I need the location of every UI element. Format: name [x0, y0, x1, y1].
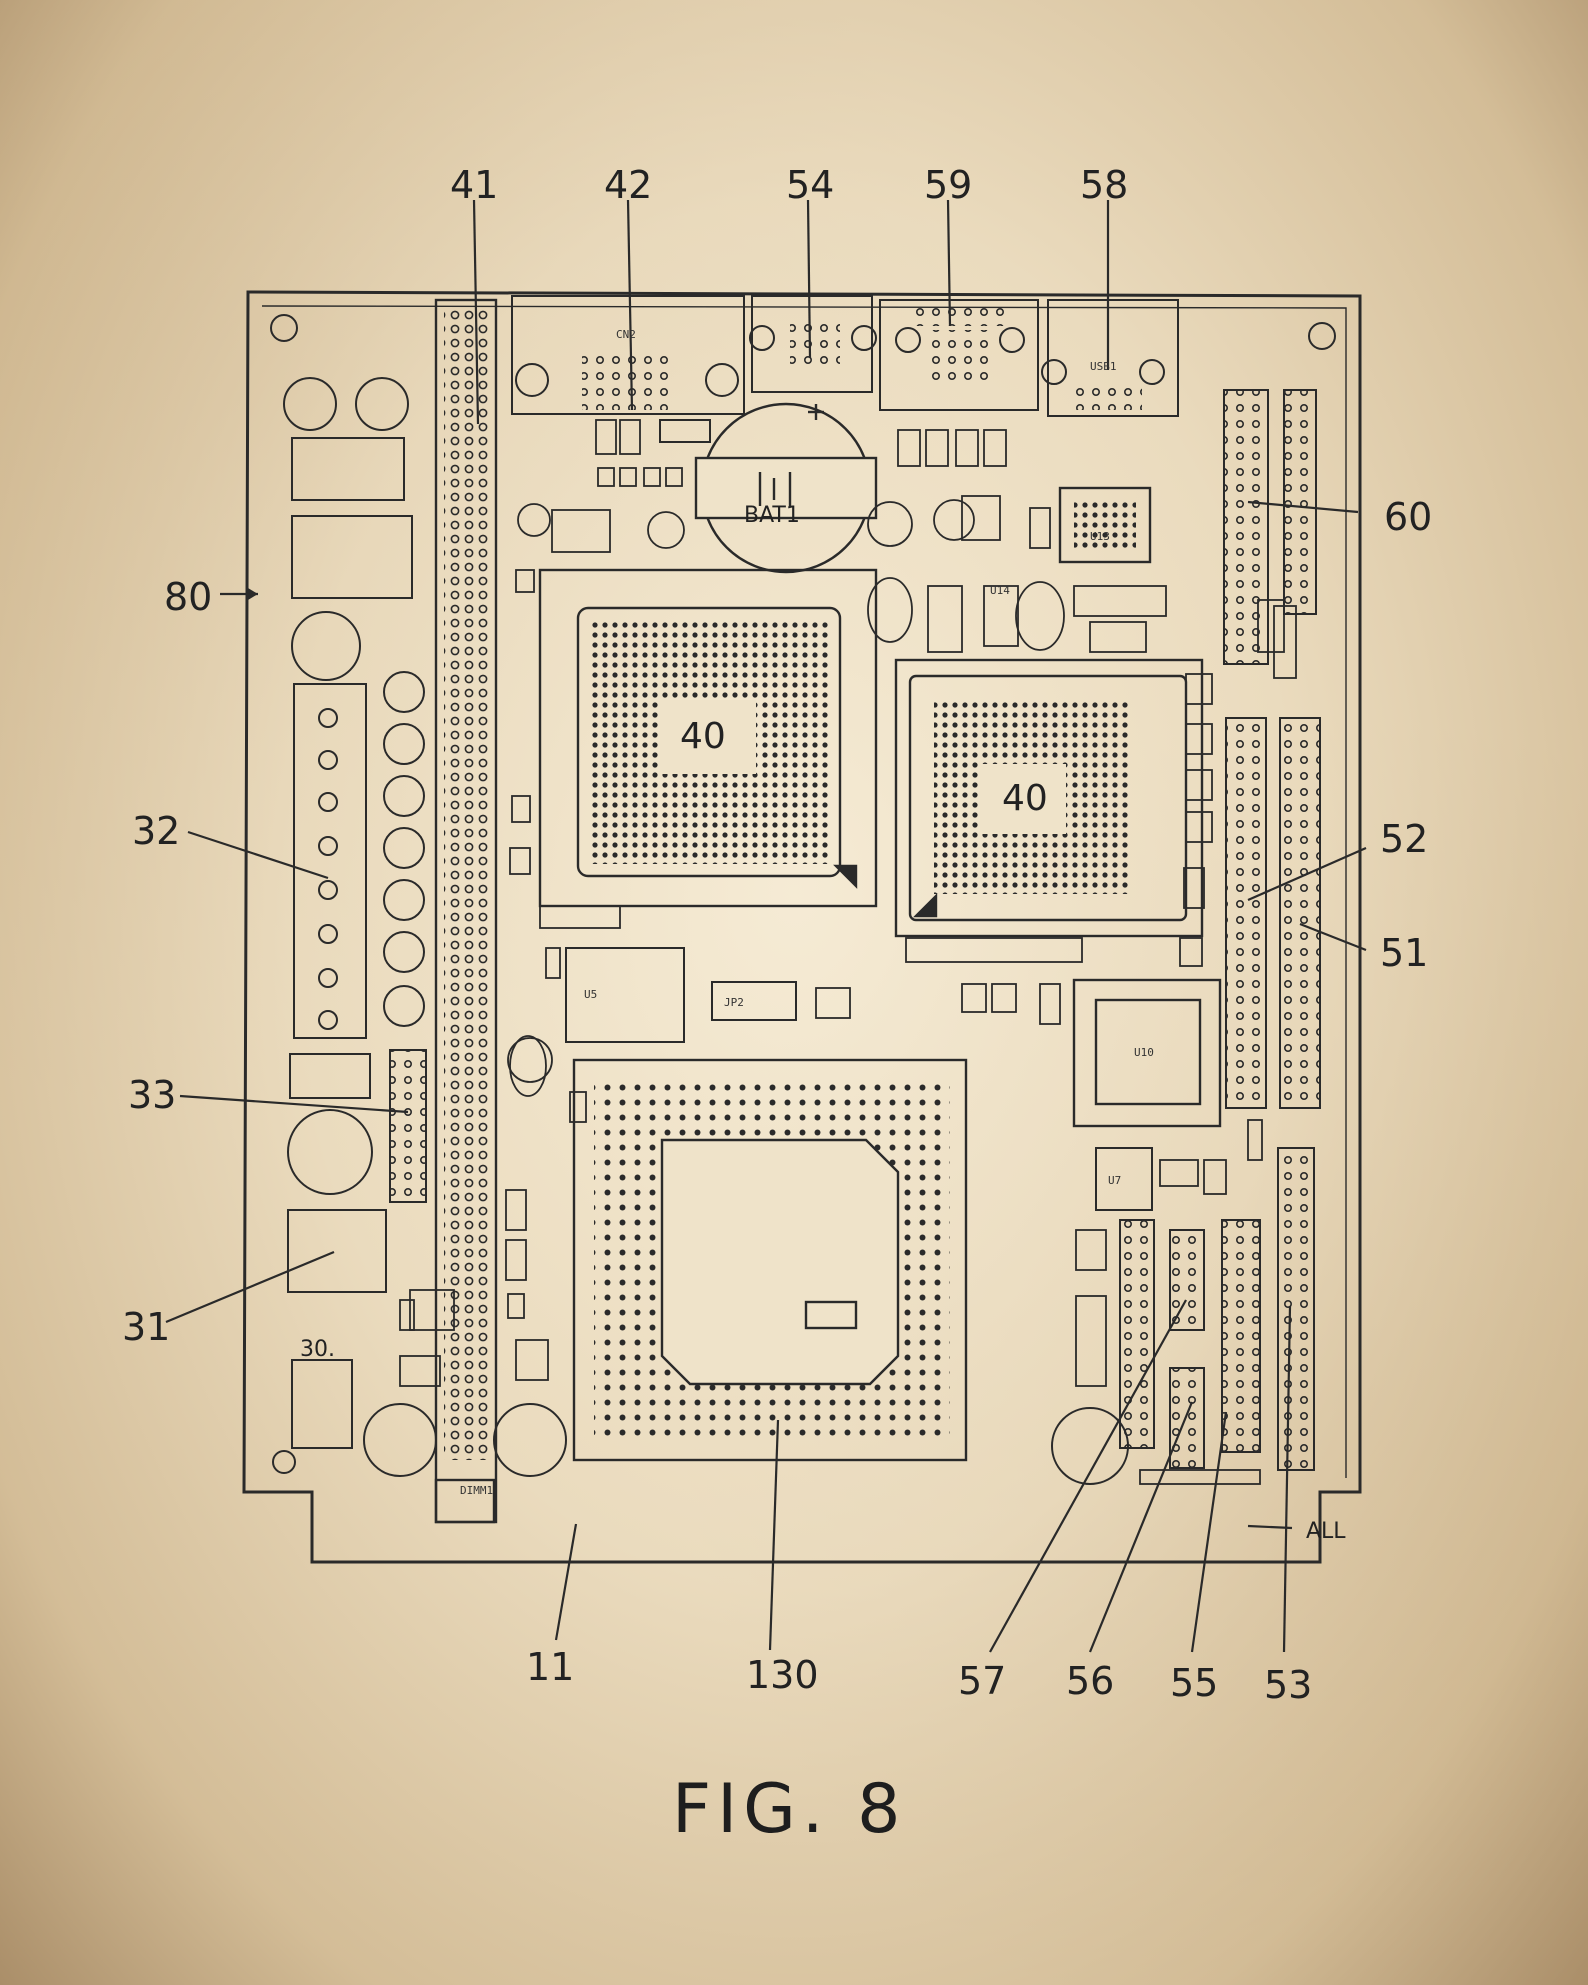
ref-41: 41 [450, 163, 498, 207]
ref-42: 42 [604, 163, 652, 207]
ref-57: 57 [958, 1659, 1006, 1703]
ref-31: 31 [122, 1305, 170, 1349]
cpu-socket [572, 1058, 968, 1462]
right-headers [1051, 389, 1321, 1485]
dimm-label: DIMM1 [460, 1484, 493, 1497]
u5-label: U5 [584, 988, 597, 1001]
bga-chip-b [894, 658, 1204, 938]
ref-54: 54 [786, 163, 834, 207]
mounting-holes [270, 314, 1336, 1474]
chip-a-label: 40 [680, 716, 726, 757]
ref-51: 51 [1380, 931, 1428, 975]
ref-53: 53 [1264, 1663, 1312, 1707]
board-outline [242, 290, 1362, 1564]
dimm-slot [434, 298, 498, 1524]
u13-label: U13 [1090, 530, 1110, 543]
figure-caption: FIG. 8 [672, 1770, 906, 1849]
ref-59: 59 [924, 163, 972, 207]
chip-u7 [1095, 1147, 1153, 1211]
ref-11: 11 [526, 1645, 574, 1689]
usb1-label: USB1 [1090, 360, 1117, 373]
u10-label: U10 [1134, 1046, 1154, 1059]
chip-u5 [565, 947, 797, 1043]
u14-label: U14 [990, 584, 1010, 597]
ref-130: 130 [746, 1653, 819, 1697]
connector-kb [879, 299, 1039, 411]
battery-label: BAT1 [744, 503, 800, 528]
bga-chip-a [538, 568, 878, 908]
ref-56: 56 [1066, 1659, 1114, 1703]
chip-b-label: 40 [1002, 778, 1048, 819]
ref-60: 60 [1384, 495, 1432, 539]
label-30: 30. [300, 1337, 335, 1362]
battery-bat1 [694, 402, 878, 574]
all-label: ALL [1306, 1519, 1346, 1544]
connector-cn2 [511, 295, 745, 443]
u7-label: U7 [1108, 1174, 1121, 1187]
connector-ms1 [749, 295, 877, 393]
ref-52: 52 [1380, 817, 1428, 861]
jp2-label: JP2 [724, 996, 744, 1009]
arrow-80 [248, 588, 258, 600]
connector-usb1 [1041, 299, 1179, 417]
chip-u10 [1072, 978, 1222, 1128]
ref-58: 58 [1080, 163, 1128, 207]
smd-components [399, 419, 1297, 1485]
ref-80: 80 [164, 575, 212, 619]
chip-u13 [1058, 486, 1152, 564]
cn2-label: CN2 [616, 328, 636, 341]
ref-55: 55 [1170, 1661, 1218, 1705]
ref-32: 32 [132, 809, 180, 853]
ref-33: 33 [128, 1073, 176, 1117]
leader-lines [165, 199, 1367, 1653]
